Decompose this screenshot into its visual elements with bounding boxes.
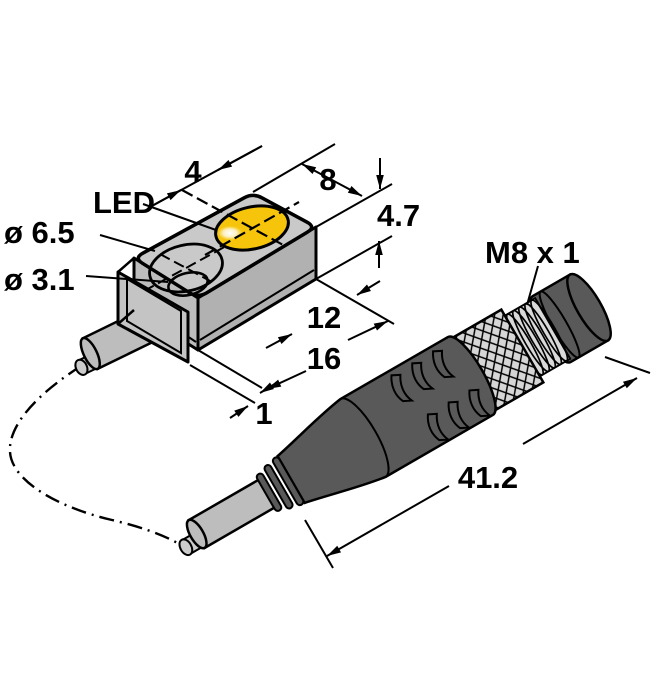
dim412-line-lower [326,485,450,557]
label-dia-small: ø 3.1 [4,262,75,297]
dim12-arrow-left [265,333,293,349]
cable-core-stub [178,538,194,557]
label-thread: M8 x 1 [485,235,580,270]
led-dome [181,189,300,256]
label-dim-12: 12 [307,300,341,335]
labels: LED ø 6.5 ø 3.1 4 8 4.7 12 16 1 M8 x 1 4… [4,154,580,495]
dim1-arrow-upper [259,381,279,394]
connector-thread-section [502,296,572,379]
dim8-line [301,163,363,197]
label-dim-1: 1 [255,396,272,431]
dim1-ext-b [189,364,256,404]
dia-large-leader-line [99,234,156,252]
sensor-cable-core-stub [74,358,89,376]
led-leader-line [142,203,217,231]
strain-relief-rings [255,456,305,512]
m8-connector [178,272,612,557]
sensing-face [143,242,229,297]
led-highlight [218,226,242,240]
dim4-arrow-right [217,145,263,171]
dim16-arrow-right [347,320,389,341]
led-centerline-short [181,189,286,247]
sensor-right-seam-line [199,269,315,341]
label-dim-47: 4.7 [377,198,420,233]
bore-circle-small [167,271,209,297]
label-dim-16: 16 [307,341,341,376]
dimension-lines [85,143,651,569]
label-dim-4: 4 [184,154,202,189]
dim412-line-upper [522,377,638,445]
dim8-ext-c [315,183,393,228]
body-shoulder-line [339,397,390,478]
label-dim-8: 8 [319,162,336,197]
sensor-end-plate [116,257,190,364]
label-led: LED [93,185,155,220]
dim8-ext-a [252,143,336,193]
dim4-arrow-left [149,189,182,208]
plate-edge-lines [117,257,135,325]
dim12-ext-line [315,278,395,325]
dim12-arrow-right [356,280,381,296]
dim412-ext-lower [304,519,334,569]
plate-inset-line [126,277,182,355]
connector-cable [178,475,281,557]
bore-centerline-short [159,253,213,283]
dim412-ext-upper [604,356,651,374]
dim1-ext-a [197,349,263,389]
cable-loop-dashdot-line [8,364,187,550]
label-dim-412: 41.2 [458,460,518,495]
connector-body [276,335,497,505]
dia-small-leader-line [85,275,169,283]
dim47-ext-bottom [315,235,393,280]
label-dia-large: ø 6.5 [4,215,75,250]
bore-circle-large [148,242,224,294]
connector-end-face [566,272,612,343]
dim1-arrow-lower [229,405,249,419]
thread-leader-line [526,265,539,306]
grip-slots [390,349,493,442]
